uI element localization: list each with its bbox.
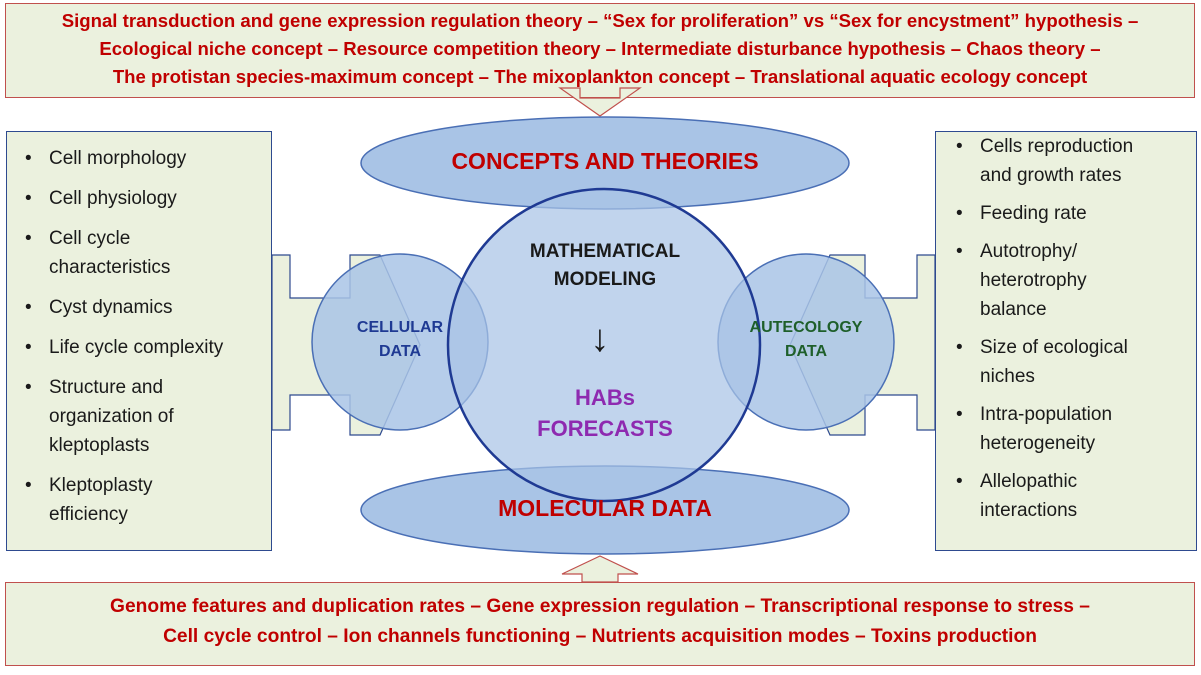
forecast-label: HABs FORECASTS (480, 382, 730, 444)
modeling-line2: MODELING (553, 269, 657, 290)
item-line: Kleptoplasty (49, 475, 153, 496)
item-line: heterotrophy (980, 270, 1087, 291)
list-item: Allelopathic interactions (944, 467, 1194, 525)
item-line: Cells reproduction (980, 136, 1134, 157)
cellular-label: CELLULAR DATA (330, 316, 470, 364)
item-line: Cell morphology (49, 148, 187, 169)
list-item: Cell physiology (13, 184, 263, 213)
list-item: Feeding rate (944, 199, 1194, 228)
item-line: heterogeneity (980, 433, 1096, 454)
list-item: Cell cycle characteristics (13, 224, 263, 282)
cellular-line1: CELLULAR (356, 319, 444, 336)
item-line: Autotrophy/ (980, 241, 1078, 262)
item-line: Allelopathic (980, 471, 1078, 492)
down-arrow-icon: ↓ (590, 318, 610, 360)
item-line: organization of (49, 406, 174, 427)
forecast-line1: HABs (575, 385, 635, 410)
item-line: Cell physiology (49, 188, 177, 209)
molecular-line: Genome features and duplication rates – … (110, 596, 1090, 617)
item-line: Feeding rate (980, 203, 1087, 224)
autecology-label: AUTECOLOGY DATA (733, 316, 879, 364)
list-item: Cyst dynamics (13, 293, 263, 322)
theories-text: Signal transduction and gene expression … (6, 4, 1194, 91)
top-down-arrow (558, 87, 642, 117)
item-line: Size of ecological (980, 337, 1128, 358)
item-line: Structure and (49, 377, 164, 398)
bottom-up-arrow (561, 555, 639, 583)
theories-line: Ecological niche concept – Resource comp… (99, 38, 1101, 59)
autecology-data-box: Cells reproduction and growth rates Feedi… (935, 131, 1197, 551)
forecast-line2: FORECASTS (537, 416, 673, 441)
item-line: balance (980, 299, 1047, 320)
list-item: Cells reproduction and growth rates (944, 132, 1194, 190)
list-item: Kleptoplasty efficiency (13, 471, 263, 529)
list-item: Intra-population heterogeneity (944, 400, 1194, 458)
list-item: Size of ecological niches (944, 333, 1194, 391)
item-line: interactions (980, 500, 1078, 521)
list-item: Cell morphology (13, 144, 263, 173)
list-item: Structure and organization of kleptoplasts (13, 373, 263, 460)
autecology-line2: DATA (784, 343, 828, 360)
item-line: efficiency (49, 504, 128, 525)
cellular-data-list: Cell morphology Cell physiology Cell cyc… (13, 144, 263, 540)
item-line: Cyst dynamics (49, 297, 173, 318)
autecology-line1: AUTECOLOGY (749, 319, 863, 336)
item-line: Intra-population (980, 404, 1113, 425)
concepts-label: CONCEPTS AND THEORIES (451, 148, 759, 174)
theories-line: The protistan species-maximum concept – … (112, 66, 1088, 87)
molecular-label: MOLECULAR DATA (498, 495, 712, 521)
item-line: kleptoplasts (49, 435, 150, 456)
list-item: Life cycle complexity (13, 333, 263, 362)
molecular-line: Cell cycle control – Ion channels functi… (163, 626, 1037, 647)
item-line: niches (980, 366, 1035, 387)
item-line: characteristics (49, 257, 171, 278)
modeling-circle (446, 187, 762, 503)
molecular-text: Genome features and duplication rates – … (6, 583, 1194, 652)
list-item: Autotrophy/heterotrophy balance (944, 237, 1194, 324)
cellular-line2: DATA (378, 343, 422, 360)
modeling-label: MATHEMATICAL MODELING (480, 238, 730, 294)
item-line: Life cycle complexity (49, 337, 224, 358)
molecular-box: Genome features and duplication rates – … (5, 582, 1195, 666)
item-line: Cell cycle (49, 228, 131, 249)
theories-line: Signal transduction and gene expression … (61, 10, 1139, 31)
cellular-data-box: Cell morphology Cell physiology Cell cyc… (6, 131, 272, 551)
modeling-line1: MATHEMATICAL (529, 241, 681, 262)
item-line: and growth rates (980, 165, 1122, 186)
theories-box: Signal transduction and gene expression … (5, 3, 1195, 98)
autecology-data-list: Cells reproduction and growth rates Feedi… (944, 132, 1194, 534)
